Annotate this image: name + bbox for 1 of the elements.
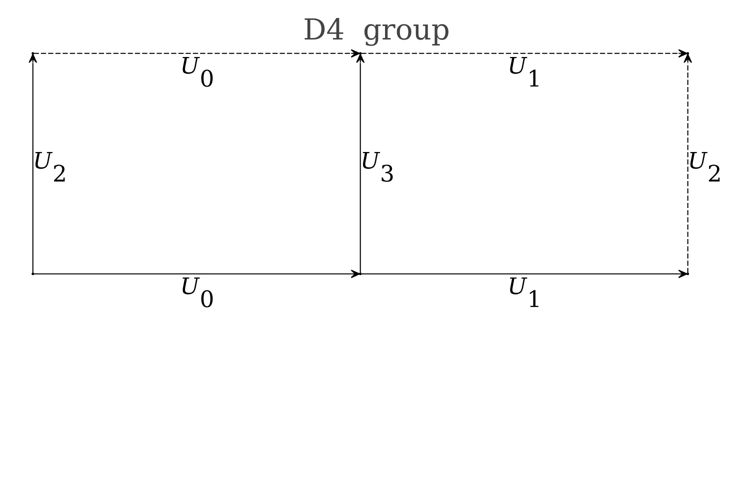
diagram-title: D4 group [302, 12, 450, 47]
